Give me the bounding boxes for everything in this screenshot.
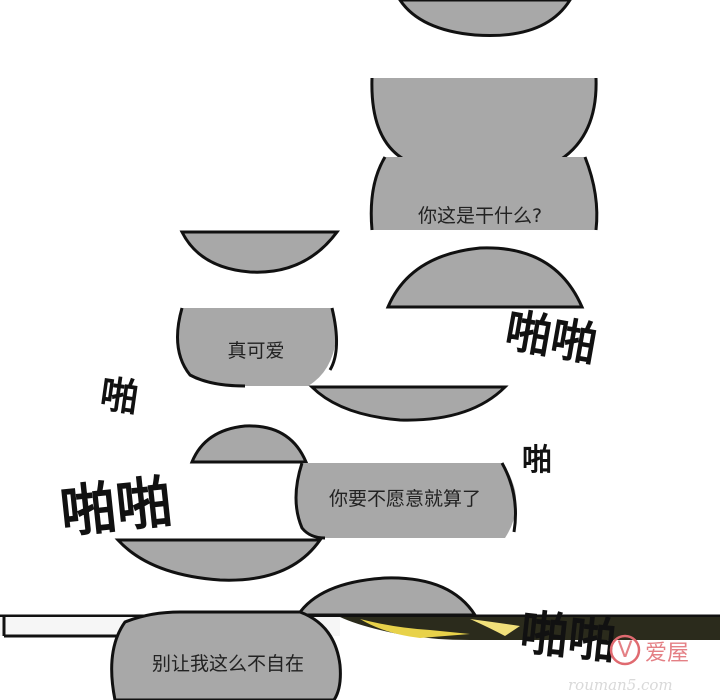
bubble-what-are-you-doing-text: 你这是干什么? [418,205,542,227]
bubble-left-lower-fragment [179,230,340,274]
bubble-forget-it: 你要不愿意就算了 [294,462,517,540]
sfx-pa-right: 啪啪 [501,303,601,372]
sfx-pa-bottom-text: 啪啪 [518,605,619,671]
bubble-lower-left-fragment [114,538,323,582]
bubble-top-fragment [398,0,572,38]
sfx-pa-right-text: 啪啪 [501,303,601,372]
bubble-center-upper-fragment [189,424,309,464]
watermark-sub: rouman5.com [568,676,673,694]
sfx-pa-right-cut: 啪 [522,443,552,478]
bubble-right-lower-fragment [308,385,509,422]
sfx-pa-left-cut-text: 啪 [97,372,141,421]
watermark-badge-icon [609,634,641,666]
bubble-bottom-upper-fragment [295,576,478,617]
bubble-forget-it-text: 你要不愿意就算了 [329,488,481,510]
sfx-pa-left-cut: 啪 [97,372,141,421]
sfx-pa-left-text: 啪啪 [57,470,175,546]
watermark-brand: 爱屋 [645,641,689,666]
bubble-what-are-you-doing: 你这是干什么? [369,156,599,231]
watermark: V 爱屋 rouman5.com [568,634,689,694]
sfx-pa-bottom: 啪啪 [518,605,619,671]
bubble-so-cute: 真可爱 [176,307,339,388]
bubble-dont-be-awkward: 别让我这么不自在 [110,610,342,700]
bubble-dont-be-awkward-text: 别让我这么不自在 [152,653,304,675]
bubble-right-upper-fragment [385,246,585,309]
bubble-tall-upper [370,77,598,162]
watermark-badge-text: V [617,638,632,663]
sfx-pa-right-cut-text: 啪 [522,443,552,478]
bubble-so-cute-text: 真可爱 [227,340,284,362]
sfx-pa-left: 啪啪 [57,470,175,546]
